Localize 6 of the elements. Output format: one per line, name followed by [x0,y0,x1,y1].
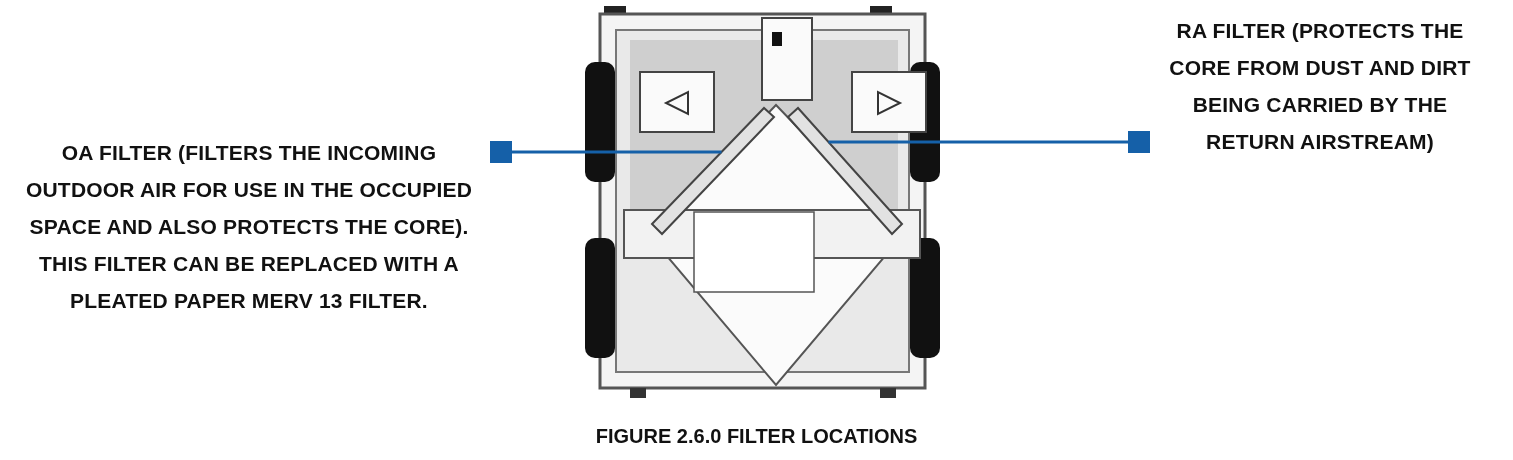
filter-part [786,106,904,236]
leader-line [828,131,1150,153]
callout-text: RA FILTER (PROTECTS THE CORE FROM DUST AND DIRT BEING CARRIED BY THE RETURN AIRSTREAM) [1150,12,1490,160]
figure-caption: FIGURE 2.6.0 FILTER LOCATIONS [594,425,919,448]
filter-part [650,106,776,236]
callout-text: OA FILTER (FILTERS THE INCOMING OUTDOOR AIR FOR USE IN THE OCCUPIED SPACE AND ALSO PROTECTS THE CORE). THIS FILTER CAN BE REPLACED WITH A PLEATED PAPER MERV 13 FILTER. [8,134,490,319]
